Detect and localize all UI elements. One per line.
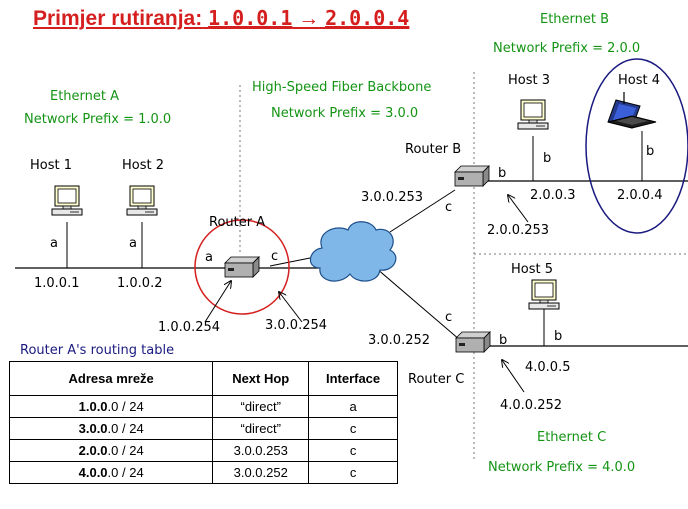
router-b-ip-c: 3.0.0.253 — [361, 190, 424, 205]
router-b-ip-b: 2.0.0.253 — [487, 223, 550, 238]
router-a-ip-a: 1.0.0.254 — [158, 320, 221, 335]
cell-interface: c — [308, 417, 398, 440]
backbone-cloud — [309, 221, 397, 282]
host3-pc-icon — [517, 99, 549, 130]
cell-next-hop: “direct” — [212, 395, 310, 418]
host5-label: Host 5 — [511, 262, 554, 277]
host3-label: Host 3 — [508, 73, 551, 88]
host2-iface: a — [129, 236, 137, 251]
routing-table-header: Adresa mreže Next Hop Interface — [8, 361, 398, 396]
table-row: 4.0.0.0 / 24 3.0.0.252 c — [8, 461, 398, 484]
router-a-iface-a: a — [205, 250, 213, 265]
title-arrow: → — [298, 7, 320, 30]
backbone-name: High-Speed Fiber Backbone — [252, 80, 432, 95]
router-c-icon — [455, 331, 491, 353]
table-row: 1.0.0.0 / 24 “direct” a — [8, 395, 398, 418]
host1-iface: a — [50, 236, 58, 251]
cell-next-hop: 3.0.0.252 — [212, 461, 310, 484]
cell-network: 4.0.0.0 / 24 — [8, 461, 214, 484]
router-b-label: Router B — [405, 142, 462, 157]
table-row: 2.0.0.0 / 24 3.0.0.253 c — [8, 439, 398, 462]
host4-ip: 2.0.0.4 — [617, 188, 663, 203]
page-title: Primjer rutiranja: 1.0.0.1 → 2.0.0.4 — [33, 6, 409, 31]
cell-network: 2.0.0.0 / 24 — [8, 439, 214, 462]
cell-interface: a — [308, 395, 398, 418]
host4-laptop-icon — [607, 92, 657, 129]
host5-pc-icon — [528, 279, 560, 310]
router-a-icon — [224, 256, 260, 278]
host3-iface: b — [543, 151, 552, 166]
router-a-ip-c: 3.0.0.254 — [265, 318, 328, 333]
header-network: Adresa mreže — [8, 361, 214, 396]
host5-iface: b — [554, 329, 563, 344]
cell-interface: c — [308, 439, 398, 462]
ethernet-a-prefix: Network Prefix = 1.0.0 — [24, 112, 172, 127]
cell-next-hop: “direct” — [212, 417, 310, 440]
host4-highlight — [585, 58, 688, 234]
ethernet-c-prefix: Network Prefix = 4.0.0 — [488, 460, 636, 475]
router-c-ip-b: 4.0.0.252 — [500, 398, 563, 413]
host5-ip: 4.0.0.5 — [525, 360, 571, 375]
ethernet-b-prefix: Network Prefix = 2.0.0 — [493, 41, 641, 56]
router-b-iface-c: c — [445, 200, 453, 215]
router-c-label: Router C — [408, 372, 465, 387]
ethernet-c-name: Ethernet C — [537, 430, 607, 445]
host1-ip: 1.0.0.1 — [34, 276, 80, 291]
host2-label: Host 2 — [122, 158, 165, 173]
routing-table: Adresa mreže Next Hop Interface 1.0.0.0 … — [8, 361, 398, 484]
router-b-iface-b: b — [498, 166, 507, 181]
title-dest-ip: 2.0.0.4 — [325, 6, 410, 30]
router-c-ip-c: 3.0.0.252 — [368, 333, 431, 348]
backbone-prefix: Network Prefix = 3.0.0 — [271, 106, 419, 121]
cell-interface: c — [308, 461, 398, 484]
routing-table-caption: Router A's routing table — [20, 343, 175, 358]
router-b-icon — [454, 165, 490, 187]
header-interface: Interface — [308, 361, 398, 396]
router-a-highlight — [194, 219, 290, 315]
router-a-iface-c: c — [271, 249, 279, 264]
host3-ip: 2.0.0.3 — [530, 188, 576, 203]
ethernet-a-name: Ethernet A — [50, 89, 120, 104]
header-next-hop: Next Hop — [212, 361, 310, 396]
title-prefix: Primjer rutiranja: — [33, 7, 203, 30]
router-a-label: Router A — [209, 215, 266, 230]
host4-label: Host 4 — [618, 73, 661, 88]
router-c-iface-c: c — [445, 310, 453, 325]
title-source-ip: 1.0.0.1 — [208, 6, 293, 30]
router-c-iface-b: b — [499, 333, 508, 348]
cell-network: 1.0.0.0 / 24 — [8, 395, 214, 418]
cell-next-hop: 3.0.0.253 — [212, 439, 310, 462]
host1-label: Host 1 — [30, 158, 73, 173]
host2-ip: 1.0.0.2 — [117, 276, 163, 291]
host2-pc-icon — [126, 185, 158, 216]
host1-pc-icon — [51, 185, 83, 216]
cell-network: 3.0.0.0 / 24 — [8, 417, 214, 440]
host4-iface: b — [646, 144, 655, 159]
table-row: 3.0.0.0 / 24 “direct” c — [8, 417, 398, 440]
ethernet-b-name: Ethernet B — [540, 12, 610, 27]
